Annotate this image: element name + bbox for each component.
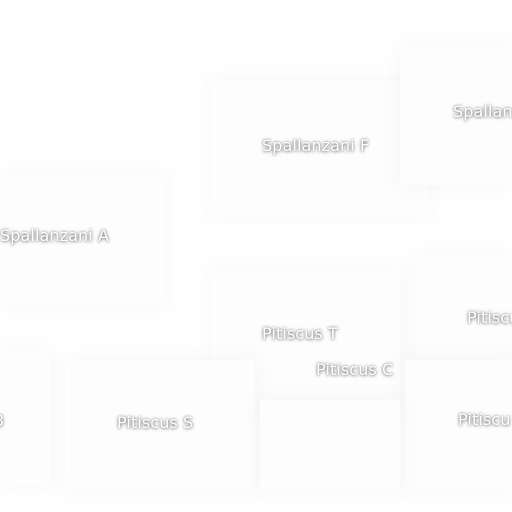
crater-label-spallanzani-a[interactable]: Spallanzani A [0, 226, 110, 245]
map-tile [65, 360, 255, 490]
crater-label-left-edge-fragment[interactable]: 3 [0, 413, 4, 429]
map-tile [260, 400, 400, 490]
crater-label-pitiscus-s[interactable]: Pitiscus S [117, 413, 194, 432]
crater-label-pitiscus-partial-bottom-right[interactable]: Pitiscu [458, 410, 511, 429]
map-tile [0, 350, 50, 485]
map-tile [400, 45, 512, 185]
crater-label-spallanzani-f[interactable]: Spallanzani F [262, 136, 370, 155]
map-tile [405, 360, 512, 490]
crater-label-pitiscus-t[interactable]: Pitiscus T [262, 324, 338, 343]
map-tile [210, 80, 430, 215]
crater-label-spallanzani-partial[interactable]: Spallan [453, 102, 512, 121]
map-tile [0, 175, 165, 305]
crater-label-pitiscus-c[interactable]: Pitiscus C [316, 360, 394, 379]
crater-label-pitiscus-partial-right[interactable]: Pitiscu [467, 308, 512, 327]
